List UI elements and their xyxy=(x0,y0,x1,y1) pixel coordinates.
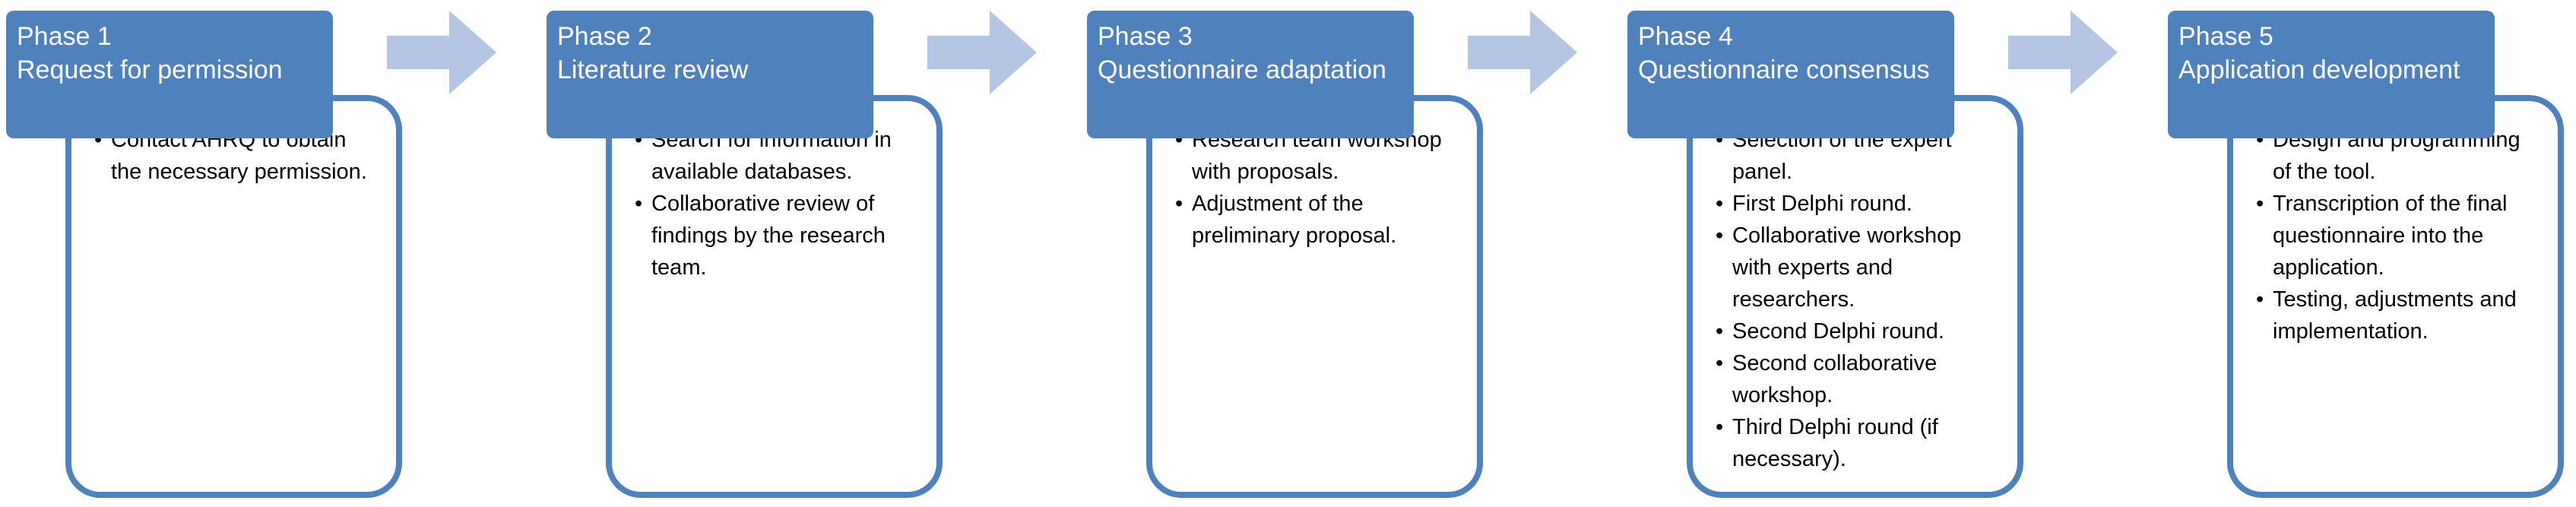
phase-1-bullet-list: Contact AHRQ to obtain the necessary per… xyxy=(94,124,381,188)
phase-4-bullet: First Delphi round. xyxy=(1716,188,2002,220)
phase-3-title: Questionnaire adaptation xyxy=(1098,55,1386,84)
phase-4-number: Phase 4 xyxy=(1638,22,1733,51)
phase-2: Search for information in available data… xyxy=(540,0,1073,507)
phase-2-title: Literature review xyxy=(557,55,749,84)
phase-3-header: Phase 3 Questionnaire adaptation xyxy=(1087,11,1414,138)
phase-4-bullet: Third Delphi round (if necessary). xyxy=(1716,411,2002,475)
phase-3-bullet-list: Research team workshop with proposals. A… xyxy=(1175,124,1462,252)
right-arrow-icon xyxy=(387,11,496,94)
phase-4-bullet-list: Selection of the expert panel. First Del… xyxy=(1716,124,2002,475)
phase-1-bullet: Contact AHRQ to obtain the necessary per… xyxy=(94,124,381,188)
phase-4-bullet: Selection of the expert panel. xyxy=(1716,124,2002,188)
phase-3-card: Research team workshop with proposals. A… xyxy=(1146,95,1483,498)
phase-5-header: Phase 5 Application development xyxy=(2168,11,2495,138)
right-arrow-icon xyxy=(1468,11,1577,94)
phase-1-card: Contact AHRQ to obtain the necessary per… xyxy=(65,95,402,498)
phase-1-header: Phase 1 Request for permission xyxy=(6,11,333,138)
phase-5-title: Application development xyxy=(2178,55,2460,84)
phase-5-bullet: Transcription of the final questionnaire… xyxy=(2256,188,2543,284)
phase-5-card: Design and programming of the tool. Tran… xyxy=(2227,95,2564,498)
phase-2-bullet: Collaborative review of findings by the … xyxy=(635,188,921,284)
phase-2-bullet-list: Search for information in available data… xyxy=(635,124,921,284)
phase-5-bullet-list: Design and programming of the tool. Tran… xyxy=(2256,124,2543,347)
phase-4-bullet: Collaborative workshop with experts and … xyxy=(1716,220,2002,315)
phase-1: Contact AHRQ to obtain the necessary per… xyxy=(0,0,532,507)
right-arrow-icon xyxy=(2008,11,2118,94)
phase-4-card: Selection of the expert panel. First Del… xyxy=(1687,95,2023,498)
phase-4-title: Questionnaire consensus xyxy=(1638,55,1930,84)
phase-5-bullet: Testing, adjustments and implementation. xyxy=(2256,284,2543,347)
right-arrow-icon xyxy=(927,11,1037,94)
phase-4-header: Phase 4 Questionnaire consensus xyxy=(1627,11,1954,138)
phase-3-number: Phase 3 xyxy=(1098,22,1193,51)
phase-2-number: Phase 2 xyxy=(557,22,652,51)
phase-5-number: Phase 5 xyxy=(2178,22,2273,51)
phase-4-bullet: Second Delphi round. xyxy=(1716,315,2002,347)
phase-4-bullet: Second collaborative workshop. xyxy=(1716,347,2002,411)
phase-2-header: Phase 2 Literature review xyxy=(547,11,873,138)
phase-2-card: Search for information in available data… xyxy=(606,95,943,498)
phase-1-number: Phase 1 xyxy=(17,22,112,51)
phase-3-bullet: Adjustment of the preliminary proposal. xyxy=(1175,188,1462,252)
phase-4: Selection of the expert panel. First Del… xyxy=(1621,0,2153,507)
phase-1-title: Request for permission xyxy=(17,55,283,84)
phase-3: Research team workshop with proposals. A… xyxy=(1081,0,1613,507)
phase-5: Design and programming of the tool. Tran… xyxy=(2162,0,2576,507)
